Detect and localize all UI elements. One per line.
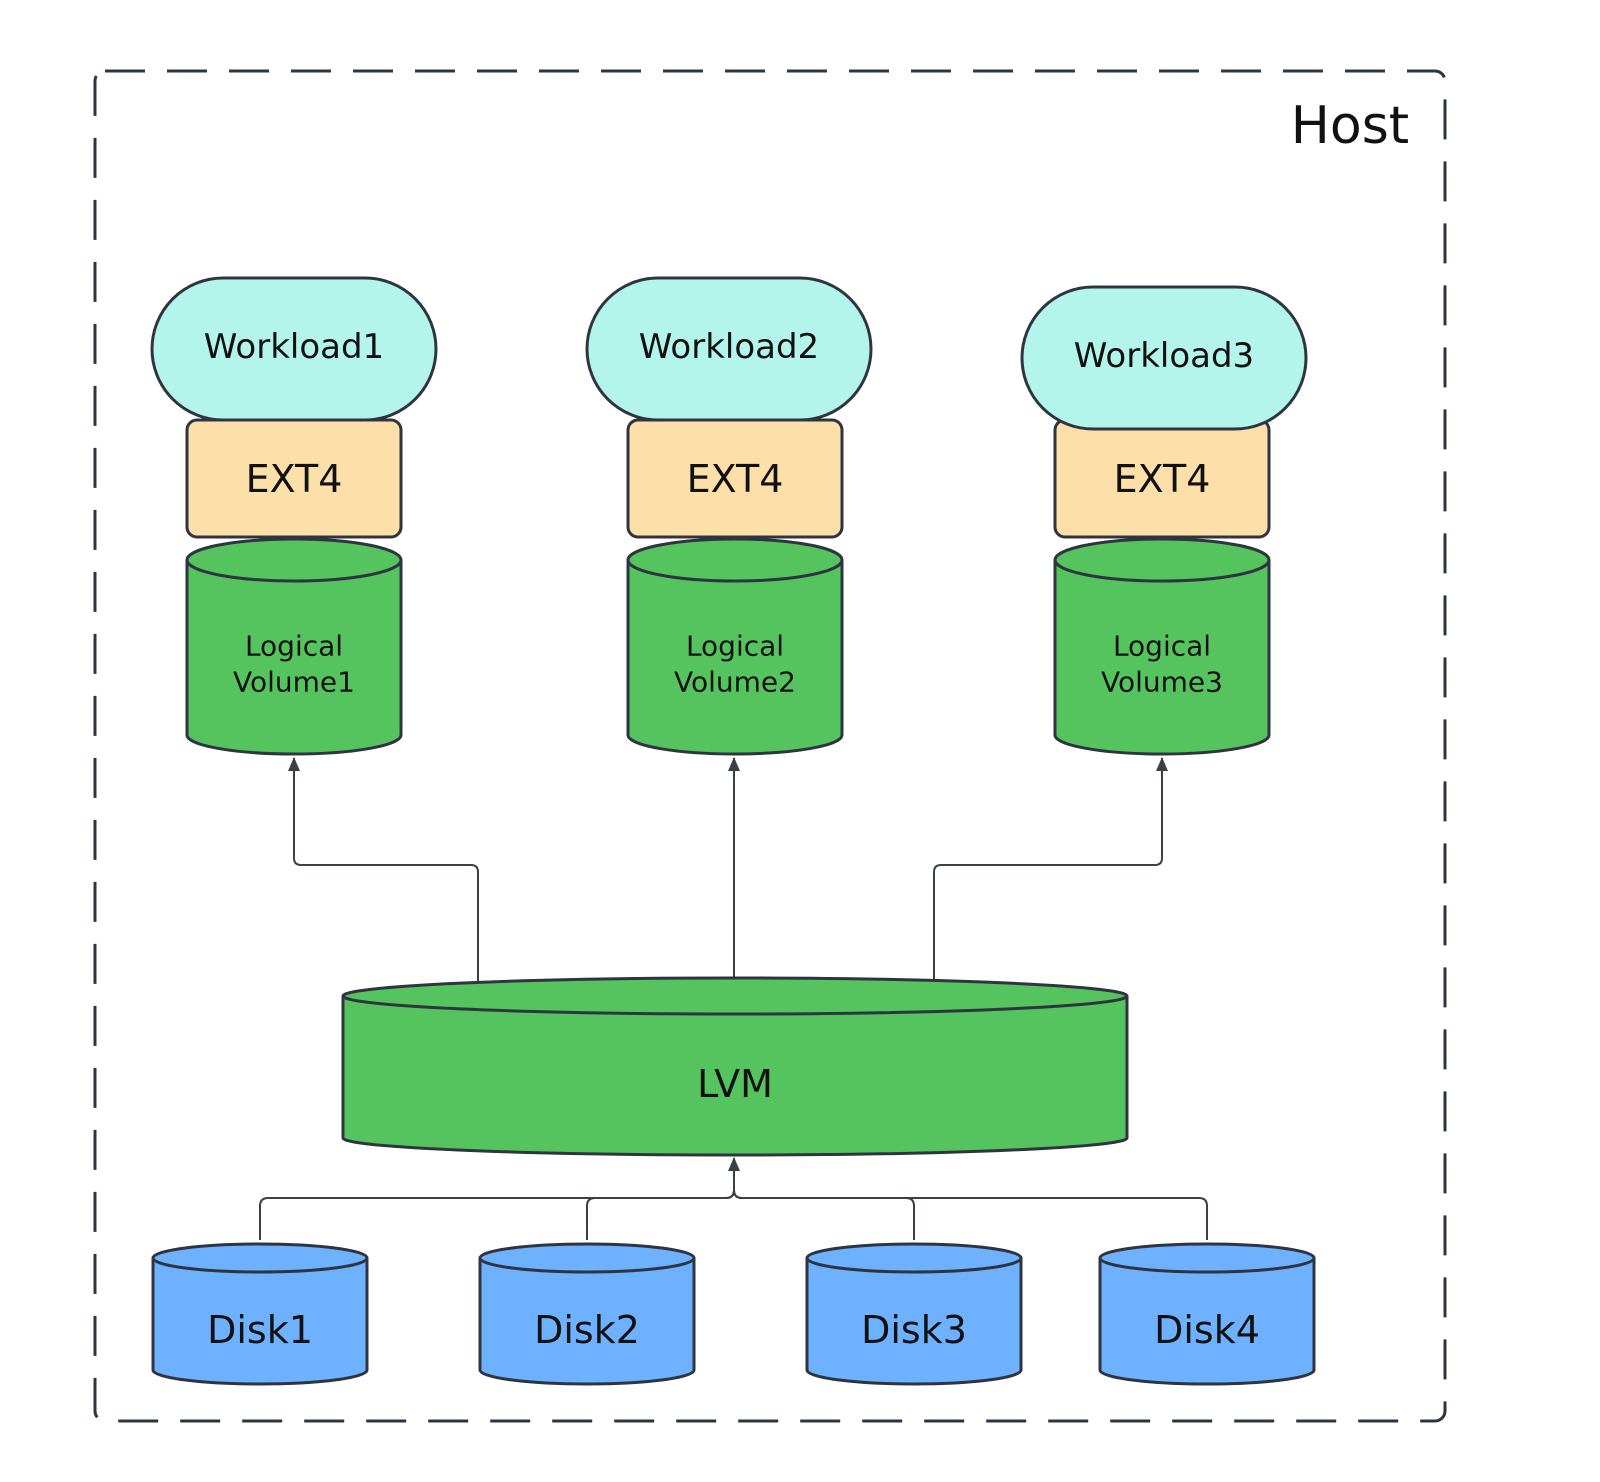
workload-1: Workload1 (150, 276, 438, 422)
workload-3: Workload3 (1020, 285, 1308, 431)
workload-2: Workload2 (585, 276, 873, 422)
lvm-volume-group: LVM (341, 976, 1129, 1157)
disk-1-label: Disk1 (207, 1308, 313, 1352)
host-boundary (93, 69, 1447, 1423)
disk-3-label: Disk3 (861, 1308, 967, 1352)
logical-volume-2-line-2: Volume2 (674, 666, 796, 699)
disk-4: Disk4 (1098, 1242, 1316, 1386)
disk-2: Disk2 (478, 1242, 696, 1386)
logical-volume-1-line-1: Logical (245, 630, 343, 663)
filesystem-ext4-2-label: EXT4 (687, 457, 784, 501)
disk-1: Disk1 (151, 1242, 369, 1386)
filesystem-ext4-3-label: EXT4 (1114, 457, 1211, 501)
logical-volume-2: Logical Volume2 (626, 537, 844, 756)
filesystem-ext4-1: EXT4 (185, 418, 403, 539)
workload-2-label: Workload2 (639, 327, 819, 367)
logical-volume-2-line-1: Logical (686, 630, 784, 663)
lvm-label: LVM (697, 1062, 773, 1106)
connector-lvm-to-volume1 (288, 757, 479, 984)
filesystem-ext4-3: EXT4 (1053, 418, 1271, 539)
stack-2: Logical Volume2 EXT4 Workload2 (585, 276, 873, 756)
connector-disk4-to-lvm (733, 1189, 1208, 1240)
workload-1-label: Workload1 (204, 327, 384, 367)
disk-4-label: Disk4 (1154, 1308, 1260, 1352)
logical-volume-3-line-1: Logical (1113, 630, 1211, 663)
filesystem-ext4-1-label: EXT4 (246, 457, 343, 501)
workload-3-label: Workload3 (1074, 336, 1254, 376)
stack-3: Logical Volume3 EXT4 Workload3 (1020, 285, 1308, 756)
disk-2-label: Disk2 (534, 1308, 640, 1352)
connector-lvm-to-volume3 (933, 757, 1168, 984)
stack-1: Logical Volume1 EXT4 Workload1 (150, 276, 438, 756)
filesystem-ext4-2: EXT4 (626, 418, 844, 539)
host-label: Host (1291, 96, 1409, 156)
disk-3: Disk3 (805, 1242, 1023, 1386)
logical-volume-3-line-2: Volume3 (1101, 666, 1223, 699)
logical-volume-1: Logical Volume1 (185, 537, 403, 756)
logical-volume-1-line-2: Volume1 (233, 666, 355, 699)
logical-volume-3: Logical Volume3 (1053, 537, 1271, 756)
connector-disk2-to-lvm (586, 1189, 735, 1240)
